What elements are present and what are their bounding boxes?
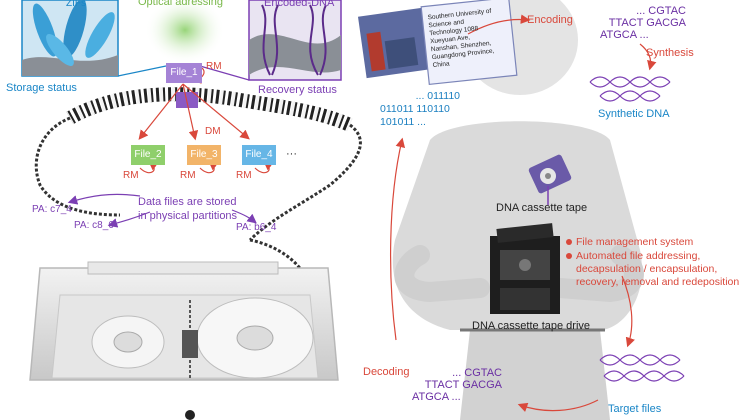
recovery-connector xyxy=(199,65,250,81)
cassette-tape-illustration xyxy=(29,261,339,420)
storage-connector xyxy=(117,65,167,77)
binary-data-line3: 101011 ... xyxy=(380,116,426,128)
decoding-label: Decoding xyxy=(363,366,410,378)
decoded-seq-line2: TTACT GACGA xyxy=(424,379,502,391)
rm-label-file2: RM xyxy=(123,170,139,181)
synthetic-dna-helix xyxy=(589,76,671,102)
feature-automated-addressing: Automated file addressing, xyxy=(566,250,700,262)
zifs-inset xyxy=(21,0,119,77)
partition-note-line2: in physical partitions xyxy=(138,210,238,222)
file-3-box: File_3 xyxy=(187,145,221,165)
decoded-seq-line3: ATGCA ... xyxy=(412,391,461,403)
synthetic-dna-label: Synthetic DNA xyxy=(598,108,670,120)
storage-status-label: Storage status xyxy=(6,82,77,94)
dm-arrow-file3 xyxy=(182,83,199,141)
dna-cassette-tape-label: DNA cassette tape xyxy=(496,202,588,214)
tape-drive-label: DNA cassette tape drive xyxy=(472,320,591,332)
partition-arrow-3 xyxy=(231,209,257,224)
partition-address-b6-4: PA: b6_4 xyxy=(236,222,277,233)
feature-decapsulation: decapsulation / encapsulation, xyxy=(576,263,718,275)
more-files-ellipsis: ··· xyxy=(286,148,297,160)
dm-label: DM xyxy=(205,126,221,137)
decoding-arrow xyxy=(390,137,406,341)
partition-note-line1: Data files are stored xyxy=(138,196,237,208)
feature-recovery: recovery, removal and redeposition xyxy=(576,276,740,288)
encoding-arrow xyxy=(467,14,531,35)
binary-data-line1: ... 011110 xyxy=(415,90,460,102)
decoded-seq-line1: ... CGTAC xyxy=(452,367,502,379)
zifs-label: ZIFs xyxy=(66,0,86,9)
encoding-label: Encoding xyxy=(527,14,573,26)
encoded-seq-line2: TTACT GACGA xyxy=(608,17,686,29)
target-dna-helix xyxy=(599,354,685,382)
rm-label-file3: RM xyxy=(180,170,196,181)
encoded-seq-line3: ATGCA ... xyxy=(600,29,649,41)
partition-address-c8-6: PA: c8_6 xyxy=(74,220,114,231)
dm-arrow-file2 xyxy=(138,83,184,140)
recovery-status-label: Recovery status xyxy=(258,84,337,96)
target-files-label: Target files xyxy=(608,403,662,415)
dna-cassette-chip xyxy=(528,154,572,205)
target-files-arrow xyxy=(517,399,599,412)
partition-address-c7-4: PA: c7_4 xyxy=(32,204,72,215)
tape-ribbon xyxy=(34,87,362,286)
rm-label-file4: RM xyxy=(236,170,252,181)
partition-arrow-2 xyxy=(107,211,151,228)
synthesis-arrow xyxy=(639,43,657,71)
partition-arrow-1 xyxy=(67,193,141,205)
drive-output-arrow xyxy=(621,275,635,348)
encoded-dna-label: Encoded-DNA xyxy=(264,0,335,9)
address-card-text: Southern University of Science and Techn… xyxy=(427,6,514,70)
binary-data-line2: 011011 110110 xyxy=(380,103,450,115)
synthesis-label: Synthesis xyxy=(646,47,694,59)
file-4-box: File_4 xyxy=(242,145,276,165)
file-1-box: File_1 xyxy=(166,63,202,83)
encoded-seq-line1: ... CGTAC xyxy=(636,5,686,17)
tape-drive-device xyxy=(490,223,560,314)
optical-inset xyxy=(145,0,225,64)
optical-addressing-label: Optical adressing xyxy=(138,0,223,8)
file-2-box: File_2 xyxy=(131,145,165,165)
feature-file-management: File management system xyxy=(566,236,693,248)
encoded-dna-inset xyxy=(248,0,342,81)
rm-label-top: RM xyxy=(206,61,222,72)
dm-arrow-file4 xyxy=(182,83,250,140)
address-photo-card xyxy=(357,0,518,86)
